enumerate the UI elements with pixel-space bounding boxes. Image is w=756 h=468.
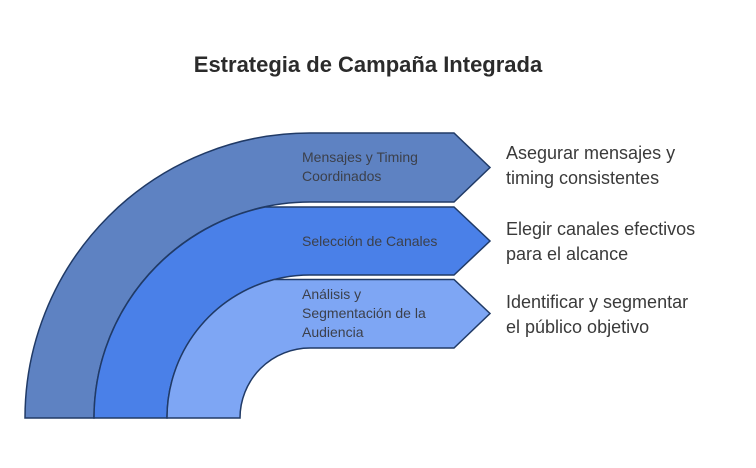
band-label-line: Audiencia <box>302 324 364 340</box>
band-label-line: Análisis y <box>302 286 362 302</box>
band-label-line: Selección de Canales <box>302 233 438 249</box>
band-label-seleccion: Selección de Canales <box>302 232 472 251</box>
band-description-mensajes: Asegurar mensajes y timing consistentes <box>506 141 738 191</box>
band-description-seleccion: Elegir canales efectivos para el alcance <box>506 217 738 267</box>
band-description-line: Elegir canales efectivos <box>506 219 696 239</box>
band-description-line: Identificar y segmentar <box>506 292 689 312</box>
band-description-line: timing consistentes <box>506 168 660 188</box>
arc-arrow-band-3-icon <box>166 278 492 419</box>
band-label-analisis: Análisis y Segmentación de la Audiencia <box>302 285 472 342</box>
band-label-line: Mensajes y Timing <box>302 149 418 165</box>
band-description-line: Asegurar mensajes y <box>506 143 676 163</box>
band-description-analisis: Identificar y segmentar el público objet… <box>506 290 738 340</box>
band-label-line: Coordinados <box>302 168 382 184</box>
band-label-line: Segmentación de la <box>302 305 426 321</box>
page-title: Estrategia de Campaña Integrada <box>193 52 543 77</box>
band-description-line: el público objetivo <box>506 317 650 337</box>
band-label-mensajes: Mensajes y Timing Coordinados <box>302 148 472 186</box>
band-description-line: para el alcance <box>506 244 629 264</box>
